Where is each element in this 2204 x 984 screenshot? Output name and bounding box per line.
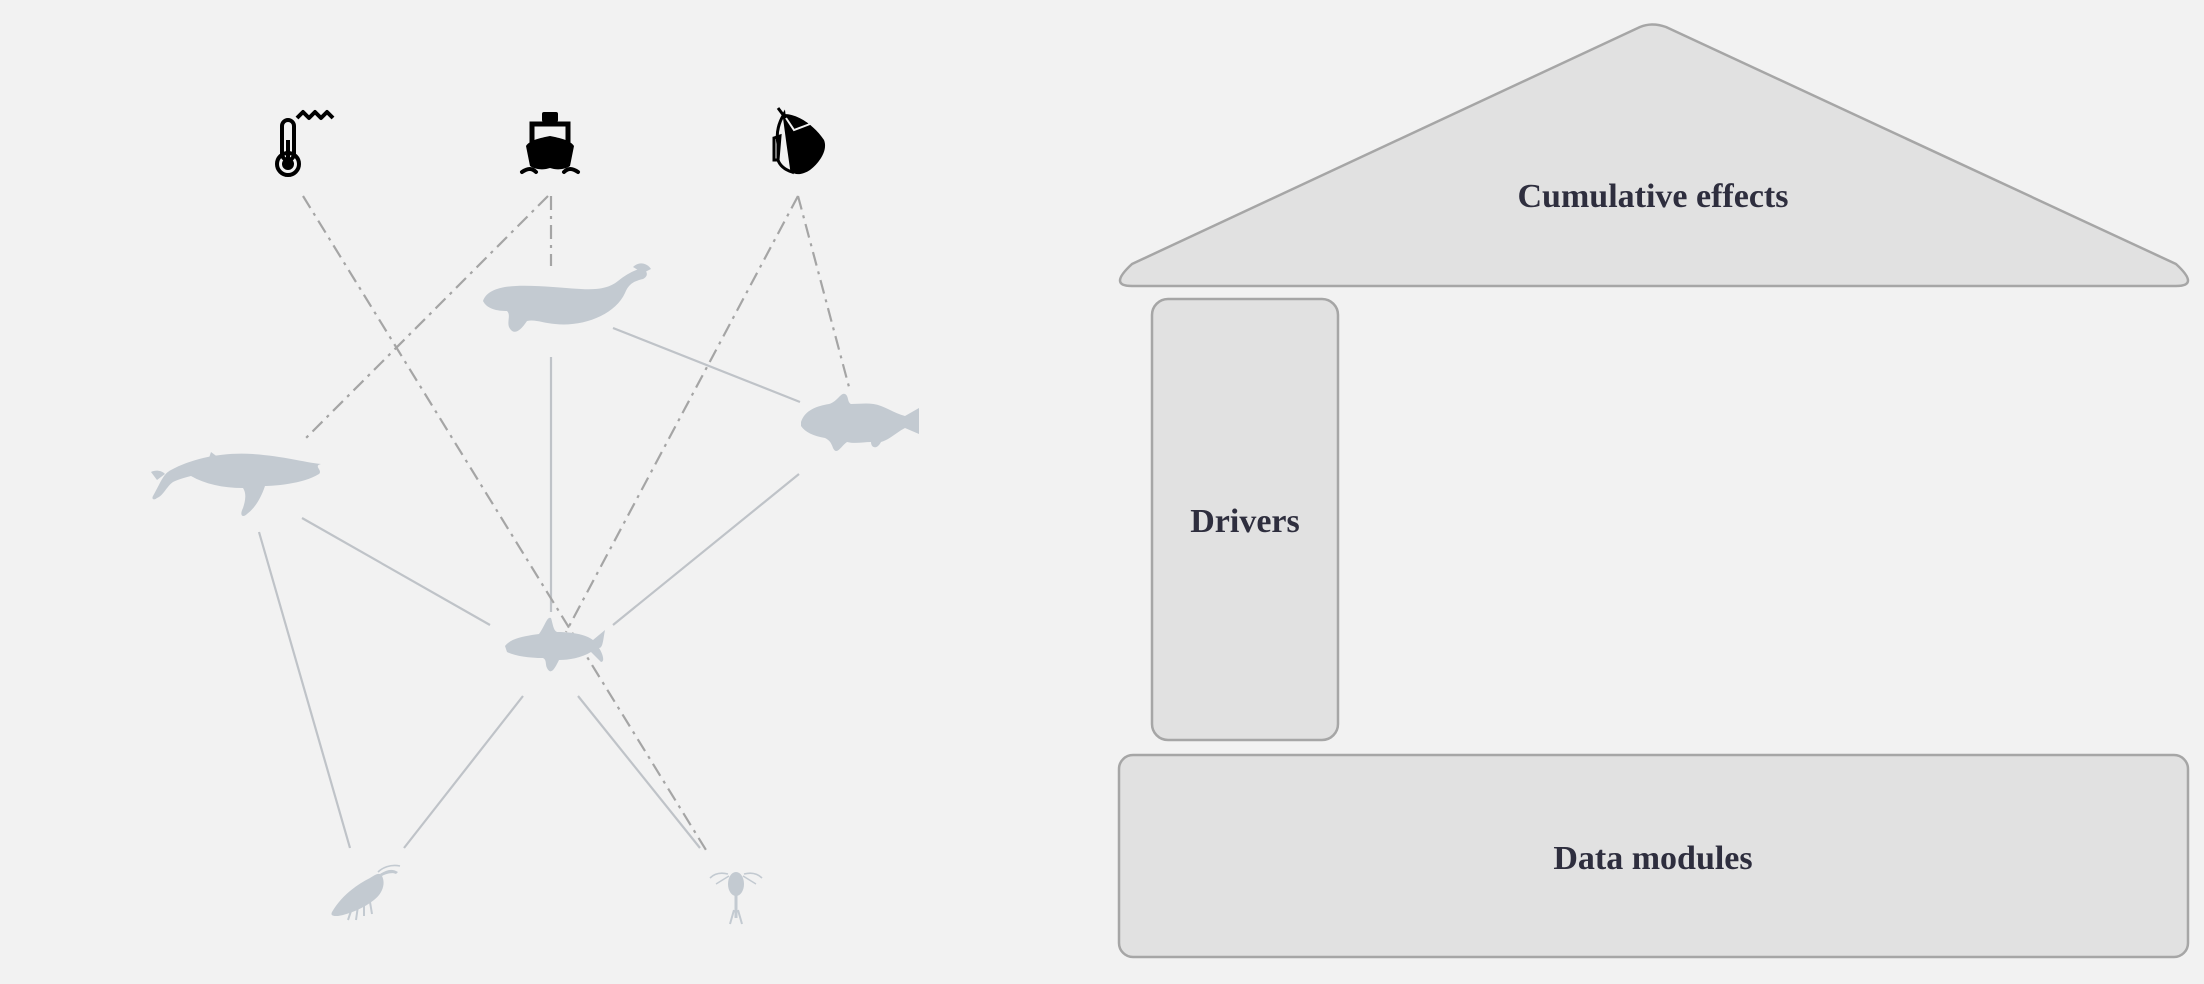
ship-icon [520,112,580,174]
drivers-pillar: Drivers [1150,297,1340,742]
driver-link-fishing-cod [796,195,851,388]
thermometer-icon [275,110,335,177]
link-capelin-copepod [577,695,701,849]
link-cod-capelin [612,473,800,626]
humpback-whale-icon [151,452,321,516]
cumulative-effects-roof: Cumulative effects [1118,23,2190,288]
trophic-links [257,326,801,849]
cod-icon [801,393,919,452]
driver-links [301,195,851,851]
cumulative-effects-label: Cumulative effects [1518,178,1789,215]
link-humpback-capelin [301,517,491,626]
capelin-icon [505,617,605,672]
copepod-icon [709,872,763,925]
framework-diagram: Cumulative effects Drivers Data modules [1117,23,2190,959]
fishing-net-icon [772,107,826,175]
link-beluga-cod [612,326,801,404]
beluga-icon [483,263,651,332]
drivers-label: Drivers [1190,503,1300,540]
link-capelin-krill [403,695,524,849]
data-modules-base: Data modules [1117,753,2190,959]
krill-icon [331,864,401,921]
species [151,263,919,925]
driver-link-fishing-capelin [565,195,799,633]
data-modules-label: Data modules [1553,840,1752,877]
link-humpback-krill [257,531,352,849]
driver-link-climate-copepod [302,195,707,851]
drivers [275,107,826,177]
network-diagram [151,107,919,925]
